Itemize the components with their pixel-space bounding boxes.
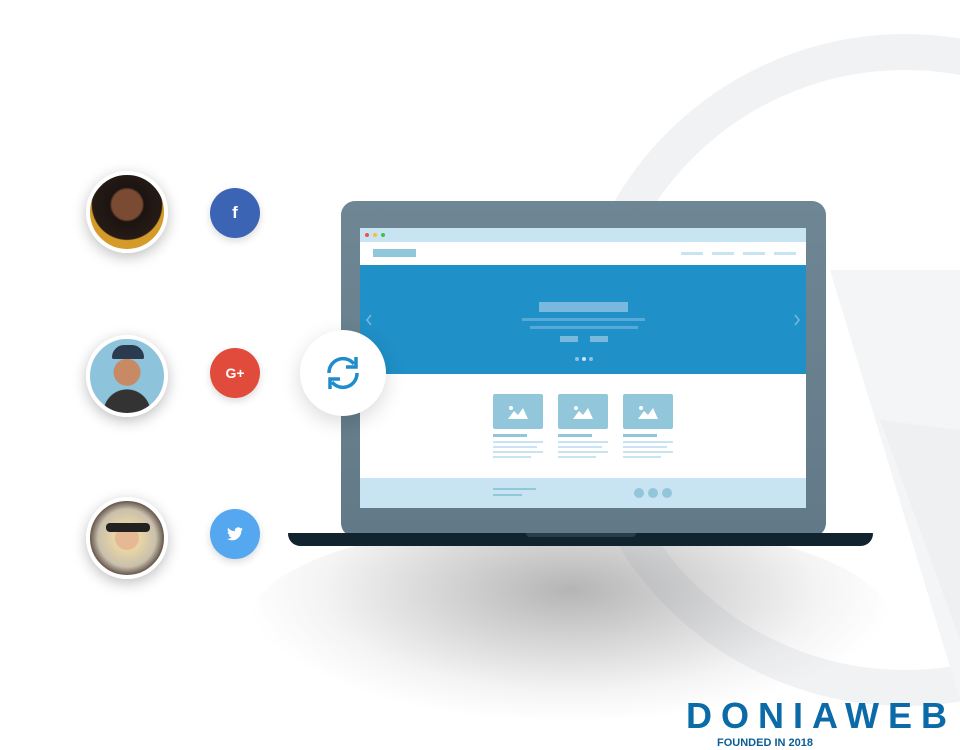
nav-item [712,252,734,255]
facebook-button[interactable]: f [210,188,260,238]
feature-card [493,394,543,458]
site-footer [360,478,806,508]
site-logo-placeholder [373,249,416,257]
laptop-screen [360,228,806,508]
feature-card [623,394,673,458]
maximize-dot [381,233,385,237]
hero-slider [360,265,806,374]
hero-line [530,326,638,329]
minimize-dot [373,233,377,237]
next-arrow-icon[interactable] [793,314,801,326]
laptop-shadow [250,520,890,720]
feature-cards [493,394,673,458]
slider-dots [575,357,593,361]
laptop-base [288,533,873,546]
nav-item [743,252,765,255]
hero-line [522,318,645,321]
browser-bar [360,228,806,242]
hero-title [539,302,628,312]
footer-social-dot [648,488,658,498]
hero-button [590,336,608,342]
google-plus-button[interactable]: G+ [210,348,260,398]
twitter-icon [227,527,243,541]
doniaweb-logo: DONIAWEB [686,695,956,736]
hero-button [560,336,578,342]
avatar-man [86,335,168,417]
prev-arrow-icon[interactable] [365,314,373,326]
feature-card [558,394,608,458]
footer-social-dot [634,488,644,498]
avatar-woman [86,171,168,253]
image-placeholder-icon [623,394,673,429]
footer-social-dot [662,488,672,498]
avatar-blonde-woman [86,497,168,579]
twitter-button[interactable] [210,509,260,559]
nav-item [681,252,703,255]
close-dot [365,233,369,237]
nav-item [774,252,796,255]
logo-tagline: FOUNDED IN 2018 [717,737,813,749]
sync-icon [327,356,359,390]
sync-button[interactable] [300,330,386,416]
image-placeholder-icon [558,394,608,429]
image-placeholder-icon [493,394,543,429]
